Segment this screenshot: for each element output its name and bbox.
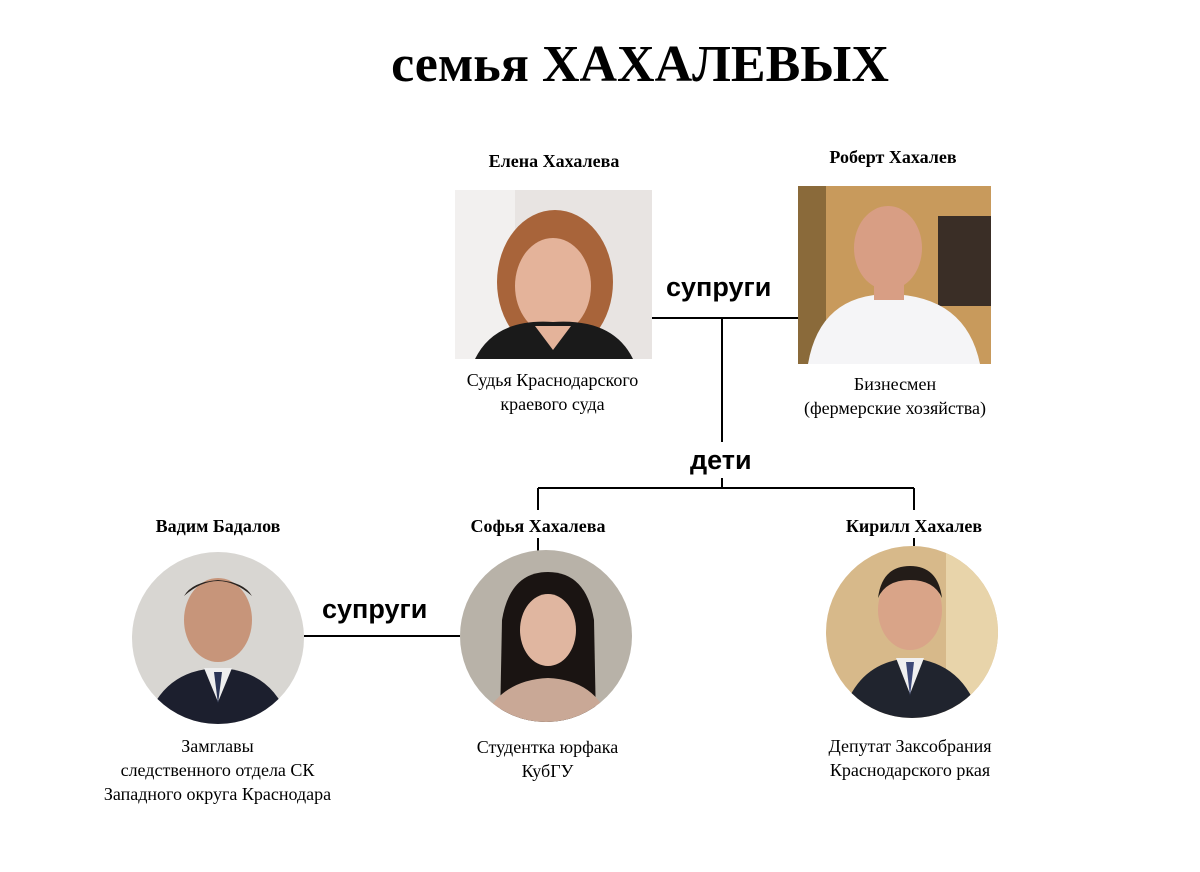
person-desc-elena: Судья Краснодарского краевого суда xyxy=(420,368,685,416)
person-desc-robert-line1: Бизнесмен xyxy=(853,374,937,394)
relation-label-children: дети xyxy=(688,444,754,476)
photo-sofia xyxy=(460,550,632,722)
person-desc-robert-line2: (фермерские хозяйства) xyxy=(803,398,987,418)
relation-label-spouses-bottom: супруги xyxy=(320,593,430,625)
person-desc-kirill-line2: Краснодарского ркая xyxy=(829,760,991,780)
person-desc-vadim-line3: Западного округа Краснодара xyxy=(103,784,332,804)
photo-vadim xyxy=(132,552,304,724)
person-desc-elena-line1: Судья Краснодарского xyxy=(466,370,639,390)
person-desc-elena-line2: краевого суда xyxy=(500,394,605,414)
person-desc-sofia-line2: КубГУ xyxy=(521,761,574,781)
photo-robert xyxy=(798,186,991,364)
person-desc-sofia-line1: Студентка юрфака xyxy=(476,737,619,757)
person-name-vadim: Вадим Бадалов xyxy=(155,516,281,536)
diagram-title: семья ХАХАЛЕВЫХ xyxy=(391,36,889,93)
person-desc-vadim-line1: Замглавы xyxy=(181,736,254,756)
person-name-elena: Елена Хахалева xyxy=(488,151,620,171)
person-desc-sofia: Студентка юрфака КубГУ xyxy=(440,735,655,783)
relation-label-spouses-top: супруги xyxy=(664,271,774,303)
person-desc-robert: Бизнесмен (фермерские хозяйства) xyxy=(780,372,1010,420)
photo-kirill xyxy=(826,546,998,718)
person-desc-vadim: Замглавы следственного отдела СК Западно… xyxy=(60,734,375,806)
person-name-robert: Роберт Хахалев xyxy=(829,147,957,167)
photo-elena xyxy=(455,190,652,359)
person-name-sofia: Софья Хахалева xyxy=(470,516,606,536)
person-name-kirill: Кирилл Хахалев xyxy=(845,516,983,536)
person-desc-kirill: Депутат Заксобрания Краснодарского ркая xyxy=(790,734,1030,782)
person-desc-vadim-line2: следственного отдела СК xyxy=(120,760,315,780)
person-desc-kirill-line1: Депутат Заксобрания xyxy=(828,736,992,756)
